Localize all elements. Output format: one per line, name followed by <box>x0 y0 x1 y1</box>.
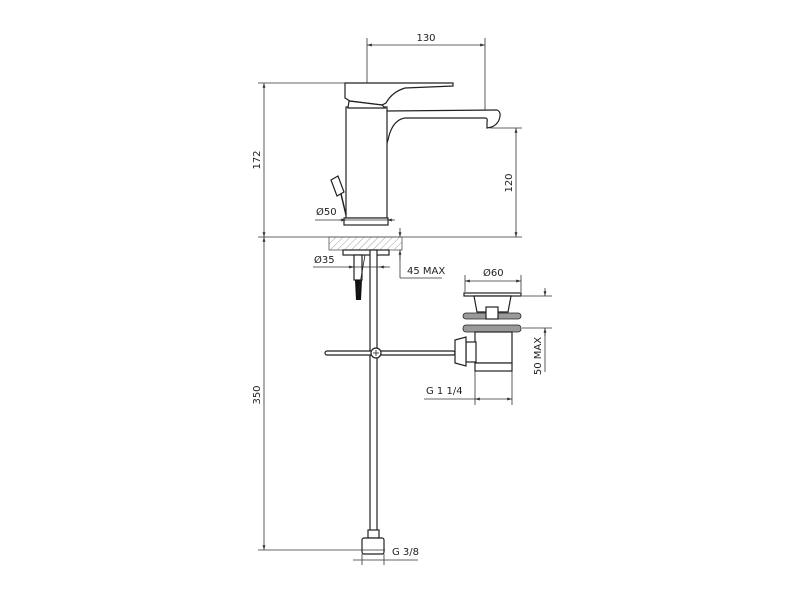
max-deck-label: 45 MAX <box>407 266 445 277</box>
pipe-collar <box>367 529 380 539</box>
dimension-supply-thread: G 3/8 <box>353 547 419 565</box>
popup-drain <box>454 292 522 372</box>
hose-line <box>357 254 366 296</box>
faucet <box>328 82 501 555</box>
drain-max-label: 50 MAX <box>533 337 544 375</box>
mounting-nut <box>342 249 390 256</box>
dimension-spout-height: 120 <box>490 127 522 237</box>
spout <box>372 109 501 159</box>
body-diameter-label: Ø50 <box>316 206 337 218</box>
dimension-supply-length: 350 <box>252 237 385 551</box>
dimension-shank-diameter: Ø35 <box>313 254 390 269</box>
drain-diameter-label: Ø60 <box>483 267 504 279</box>
supply-length-label: 350 <box>252 385 263 404</box>
faucet-body <box>345 106 388 219</box>
drain-washer-bottom <box>462 324 522 333</box>
supply-thread-label: G 3/8 <box>392 547 419 558</box>
drain-thread-label: G 1 1/4 <box>426 386 463 397</box>
supply-nut <box>361 537 385 555</box>
drain-stem <box>485 306 499 320</box>
lever-base <box>347 100 387 109</box>
popup-knob <box>330 175 345 197</box>
lever-handle <box>344 82 454 106</box>
dimension-total-height: 172 <box>252 82 345 237</box>
drain-body <box>474 331 513 364</box>
supply-pipe <box>369 249 378 538</box>
dimension-body-diameter: Ø50 <box>315 206 395 222</box>
base-ring <box>343 217 389 226</box>
dimension-drain-thread: G 1 1/4 <box>424 371 513 405</box>
drain-rod-nut <box>465 341 477 363</box>
dimension-drain-max: 50 MAX <box>522 288 552 375</box>
popup-rod <box>340 193 347 216</box>
drain-cap <box>473 295 512 313</box>
drain-rod-knob <box>454 336 467 367</box>
dimension-max-deck: 45 MAX <box>398 228 445 279</box>
total-height-label: 172 <box>252 150 263 169</box>
linkage-rod <box>324 350 456 356</box>
popup-linkage <box>324 347 456 359</box>
spout-reach-label: 130 <box>416 33 435 44</box>
shank-diameter-label: Ø35 <box>314 254 335 266</box>
countertop-section <box>328 236 403 251</box>
threaded-shank <box>353 254 363 281</box>
spout-height-label: 120 <box>504 173 515 192</box>
dimension-drain-diameter: Ø60 <box>464 267 522 292</box>
drain-tail <box>474 362 513 372</box>
